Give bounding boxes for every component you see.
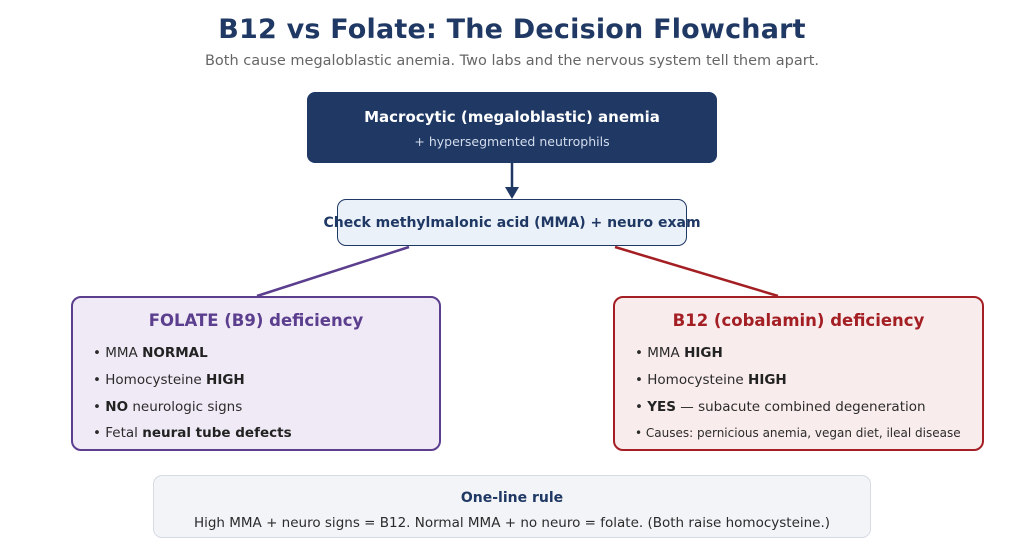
folate-bullet-fetal: • Fetal neural tube defects [93, 425, 292, 441]
b12-bullet-homocysteine: • Homocysteine HIGH [635, 372, 787, 388]
page-subtitle: Both cause megaloblastic anemia. Two lab… [204, 53, 819, 69]
page-title: B12 vs Folate: The Decision Flowchart [218, 14, 806, 45]
check-node-label: Check methylmalonic acid (MMA) + neuro e… [323, 215, 701, 231]
folate-bullet-neuro: • NO neurologic signs [93, 399, 243, 415]
b12-bullet-causes: • Causes: pernicious anemia, vegan diet,… [635, 426, 961, 440]
b12-bullet-neuro: • YES — subacute combined degeneration [635, 399, 926, 415]
start-node-title: Macrocytic (megaloblastic) anemia [364, 108, 660, 126]
start-node-subtitle: + hypersegmented neutrophils [414, 134, 610, 149]
folate-bullet-homocysteine: • Homocysteine HIGH [93, 372, 245, 388]
folate-deficiency-box: FOLATE (B9) deficiency • MMA NORMAL • Ho… [71, 296, 441, 451]
line-to-folate [256, 245, 410, 298]
check-node [337, 199, 687, 246]
b12-deficiency-box: B12 (cobalamin) deficiency • MMA HIGH • … [613, 296, 984, 451]
line-to-b12 [614, 245, 779, 298]
arrowhead-icon [505, 187, 519, 199]
b12-bullet-mma: • MMA HIGH [635, 345, 723, 361]
one-line-rule-box: One-line rule High MMA + neuro signs = B… [153, 475, 871, 538]
folate-heading: FOLATE (B9) deficiency [148, 311, 364, 330]
start-node: Macrocytic (megaloblastic) anemia + hype… [307, 92, 717, 163]
rule-body: High MMA + neuro signs = B12. Normal MMA… [193, 515, 831, 531]
folate-bullet-mma: • MMA NORMAL [93, 345, 208, 361]
rule-title: One-line rule [460, 490, 564, 506]
b12-heading: B12 (cobalamin) deficiency [672, 311, 925, 330]
